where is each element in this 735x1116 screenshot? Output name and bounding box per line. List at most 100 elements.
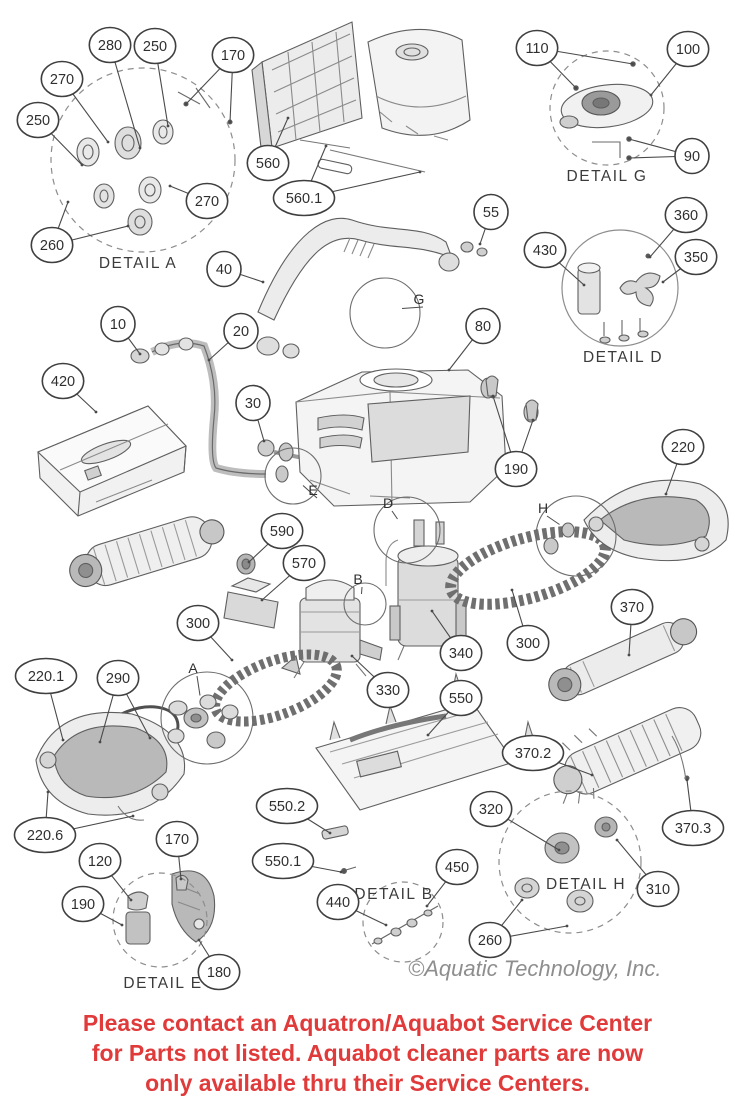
right-side-plate-sketch — [543, 479, 729, 562]
callout-label: 30 — [245, 396, 261, 412]
callout-120: 120 — [78, 842, 133, 902]
callout-label: 220 — [671, 440, 695, 456]
detail-view-label: DETAIL G — [567, 168, 648, 185]
letter-marker-label: H — [538, 500, 548, 516]
callout-280: 280 — [88, 26, 142, 150]
callout-label: 550.2 — [269, 799, 305, 815]
callout-label: 330 — [376, 683, 400, 699]
service-notice-line2: for Parts not listed. Aquabot cleaner pa… — [91, 1040, 644, 1066]
callout-190: 190 — [491, 394, 538, 488]
callout-260: 260 — [30, 200, 130, 264]
callout-20: 20 — [207, 312, 259, 362]
callout-label: 190 — [71, 897, 95, 913]
callout-10: 10 — [100, 305, 142, 356]
letter-marker-label: G — [414, 291, 425, 307]
callout-300: 300 — [176, 604, 234, 662]
letter-marker-label: A — [188, 660, 198, 676]
callout-170: 170 — [155, 820, 199, 881]
detail-view-label: DETAIL B — [354, 886, 433, 903]
callout-label: 370.3 — [675, 821, 711, 837]
callout-label: 590 — [270, 524, 294, 540]
callout-260: 260 — [468, 898, 569, 959]
callout-label: 10 — [110, 317, 126, 333]
callout-label: 370 — [620, 600, 644, 616]
callout-label: 180 — [207, 965, 231, 981]
callout-label: 250 — [143, 39, 167, 55]
callout-100: 100 — [649, 30, 710, 97]
callout-label: 220.6 — [27, 828, 63, 844]
callout-370.2: 370.2 — [501, 734, 594, 777]
service-notice-line3: only available thru their Service Center… — [145, 1070, 590, 1096]
callout-430: 430 — [523, 231, 586, 287]
callout-250: 250 — [16, 101, 84, 167]
callout-label: 110 — [525, 41, 548, 57]
callout-label: 55 — [483, 205, 499, 221]
callout-label: 570 — [292, 556, 316, 572]
callout-label: 440 — [326, 895, 350, 911]
callout-300: 300 — [506, 588, 550, 662]
callout-360: 360 — [648, 196, 708, 259]
detail-a-parts-sketch — [76, 87, 211, 236]
callout-label: 100 — [676, 42, 700, 58]
callout-220: 220 — [661, 428, 705, 496]
brush-sketch — [552, 707, 702, 804]
callout-label: 430 — [533, 243, 557, 259]
callout-110: 110 — [515, 29, 635, 90]
pump-motor-sketch — [385, 519, 467, 661]
right-track-sketch — [445, 526, 611, 610]
filter-screen-sketch — [251, 21, 363, 158]
service-notice-line1: Please contact an Aquatron/Aquabot Servi… — [82, 1010, 653, 1036]
callout-370: 370 — [610, 588, 654, 657]
letter-marker-h: H — [535, 495, 617, 577]
callout-420: 420 — [41, 362, 98, 414]
callout-290: 290 — [96, 659, 152, 744]
callout-220.1: 220.1 — [14, 657, 78, 742]
detail-g-parts-sketch — [559, 61, 654, 161]
detail-view-detail-d: DETAIL D — [561, 229, 679, 366]
callout-label: 80 — [475, 319, 491, 335]
detail-d-parts-sketch — [577, 253, 661, 344]
callout-label: 310 — [646, 882, 670, 898]
callout-550.2: 550.2 — [255, 787, 332, 835]
power-supply-sketch — [37, 405, 187, 517]
callout-90: 90 — [627, 137, 710, 175]
callout-label: 370.2 — [515, 746, 551, 762]
callout-250: 250 — [133, 27, 177, 128]
left-roller-sketch — [69, 516, 225, 588]
callout-560.1: 560.1 — [272, 144, 422, 217]
callout-label: 560.1 — [286, 191, 322, 207]
callout-label: 300 — [516, 636, 540, 652]
callout-320: 320 — [469, 790, 561, 852]
left-side-plate-sketch — [35, 711, 186, 821]
gearbox-sketch — [223, 553, 383, 679]
callout-label: 270 — [50, 72, 74, 88]
callout-310: 310 — [615, 838, 680, 908]
bottom-plate-sketch — [315, 671, 535, 811]
callout-label: 20 — [233, 324, 249, 340]
callout-label: 260 — [478, 933, 502, 949]
callout-550: 550 — [426, 679, 483, 737]
handle-sketch — [256, 217, 488, 359]
callout-label: 270 — [195, 194, 219, 210]
callout-80: 80 — [447, 307, 501, 372]
detail-h-parts-sketch — [514, 816, 618, 913]
callout-330: 330 — [350, 654, 410, 709]
copyright-text: ©Aquatic Technology, Inc. — [408, 956, 662, 981]
callout-270: 270 — [168, 182, 229, 220]
axle-kit-sketch — [167, 694, 239, 749]
top-cover-sketch — [367, 28, 471, 141]
callout-label: 90 — [684, 149, 700, 165]
letter-marker-b: B — [343, 571, 387, 626]
callout-30: 30 — [235, 384, 271, 443]
callout-170: 170 — [184, 36, 255, 124]
letter-marker-d: D — [373, 495, 441, 564]
callout-label: 300 — [186, 616, 210, 632]
latch-sketch — [321, 825, 357, 874]
letter-marker-label: D — [383, 495, 393, 511]
detail-view-label: DETAIL A — [99, 255, 177, 272]
callout-label: 190 — [504, 462, 528, 478]
